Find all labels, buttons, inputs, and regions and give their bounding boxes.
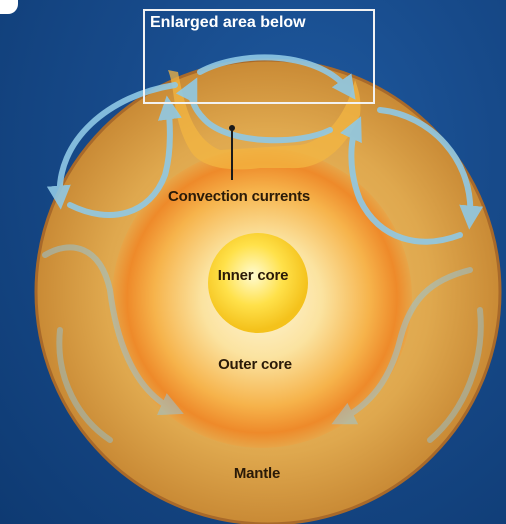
- outer-core-label: Outer core: [218, 356, 292, 373]
- enlarged-area-title: Enlarged area below: [150, 14, 306, 32]
- inner-core-label: Inner core: [218, 267, 289, 284]
- mantle-label: Mantle: [234, 465, 280, 482]
- convection-pointer-dot: [229, 125, 235, 131]
- convection-currents-label: Convection currents: [168, 188, 310, 205]
